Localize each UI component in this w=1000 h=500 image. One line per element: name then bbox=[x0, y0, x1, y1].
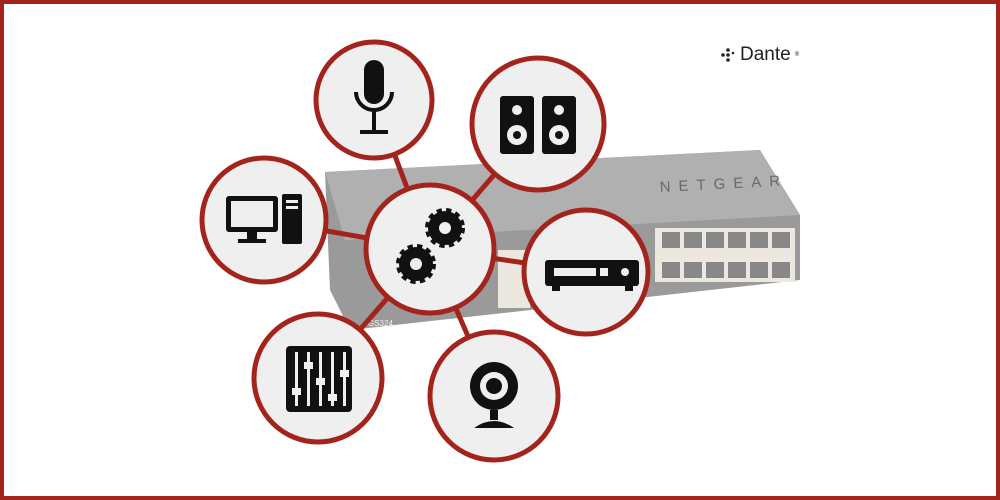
microphone-icon bbox=[354, 60, 394, 134]
network-diagram: NETGEAR GS324 bbox=[199, 39, 800, 463]
switch-model-label: GS324 bbox=[368, 319, 393, 328]
computer-icon bbox=[226, 194, 302, 244]
gears-node bbox=[363, 182, 497, 316]
dante-dots-icon bbox=[721, 48, 735, 62]
switch-brand-label: NETGEAR bbox=[659, 172, 788, 196]
set-top-box-icon bbox=[545, 260, 639, 291]
webcam-icon bbox=[470, 362, 518, 428]
speakers-icon bbox=[500, 96, 576, 154]
dante-logo: Dante® bbox=[720, 44, 799, 66]
dante-logo-text: Dante bbox=[740, 44, 791, 65]
mixer-faders-icon bbox=[286, 346, 352, 412]
speakers-node bbox=[469, 55, 607, 193]
gears-icon bbox=[396, 208, 465, 284]
